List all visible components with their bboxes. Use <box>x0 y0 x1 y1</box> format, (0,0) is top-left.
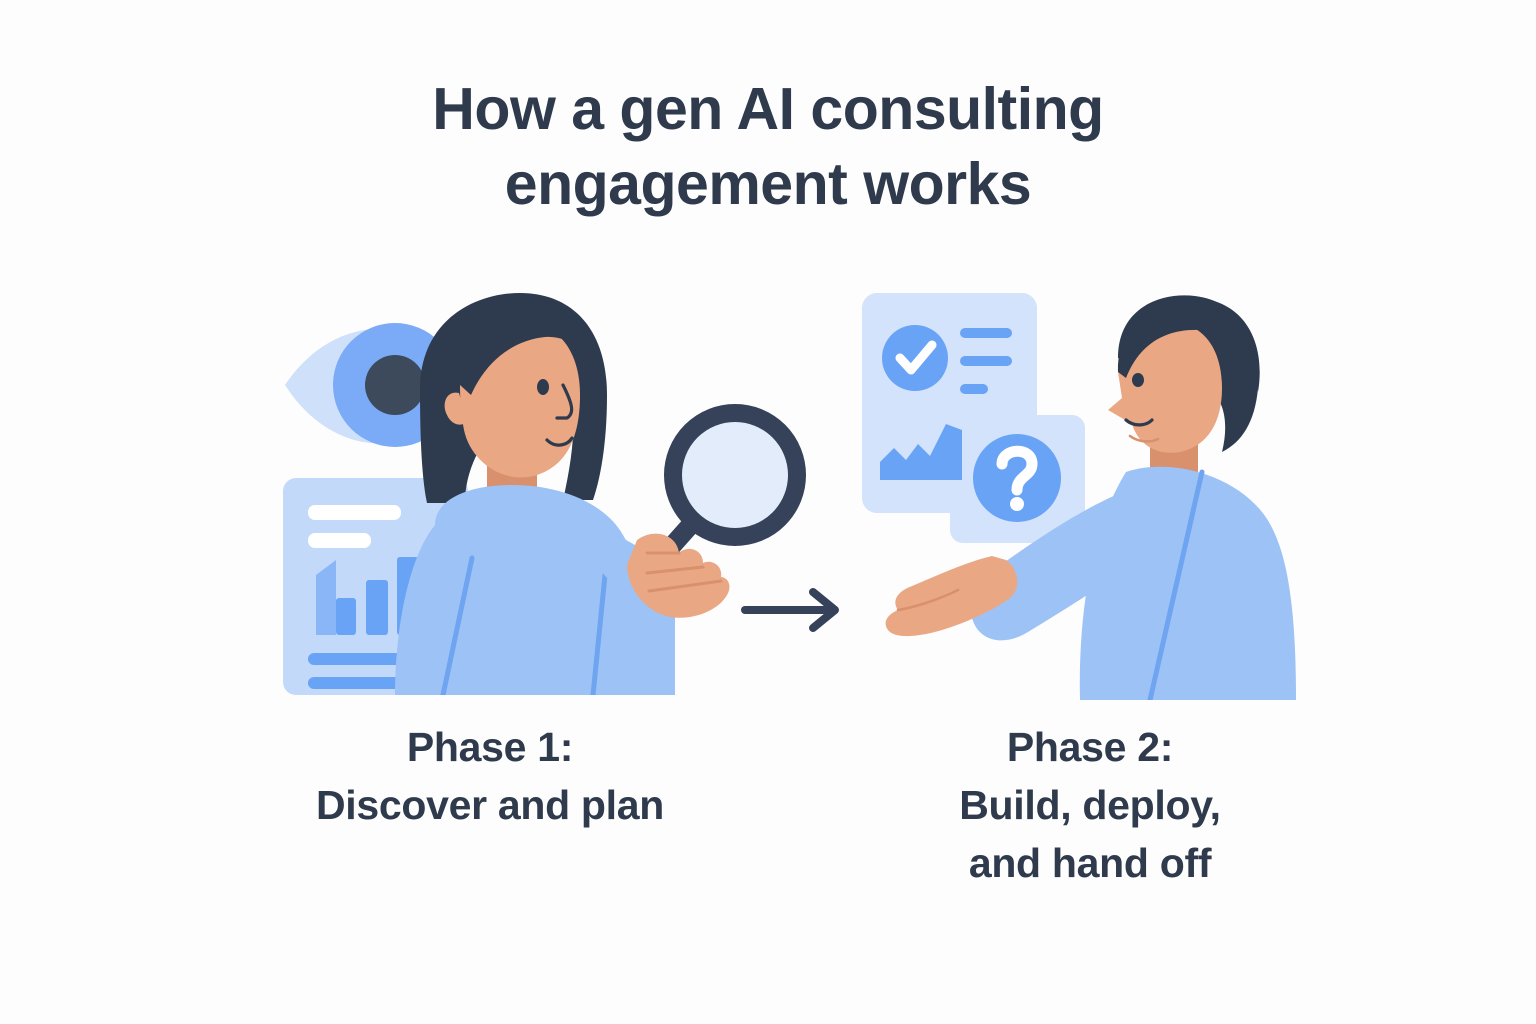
phase-2-caption: Phase 2: Build, deploy, and hand off <box>959 724 1221 887</box>
person-man-client <box>971 295 1296 700</box>
arrow-right <box>735 580 855 640</box>
check-circle-icon <box>882 325 948 391</box>
person-woman-analyst <box>395 293 690 695</box>
area-chart-icon <box>880 424 962 480</box>
phase-1-caption: Phase 1: Discover and plan <box>315 724 665 829</box>
phase-1-illustration <box>275 285 855 695</box>
hand-holding-magnifier <box>627 533 730 618</box>
page-title: How a gen AI consulting engagement works <box>432 76 1104 217</box>
question-circle-icon <box>973 434 1061 522</box>
phase-2-illustration <box>850 280 1300 700</box>
magnifying-glass-icon <box>645 404 806 575</box>
open-hand-icon <box>885 556 1018 637</box>
